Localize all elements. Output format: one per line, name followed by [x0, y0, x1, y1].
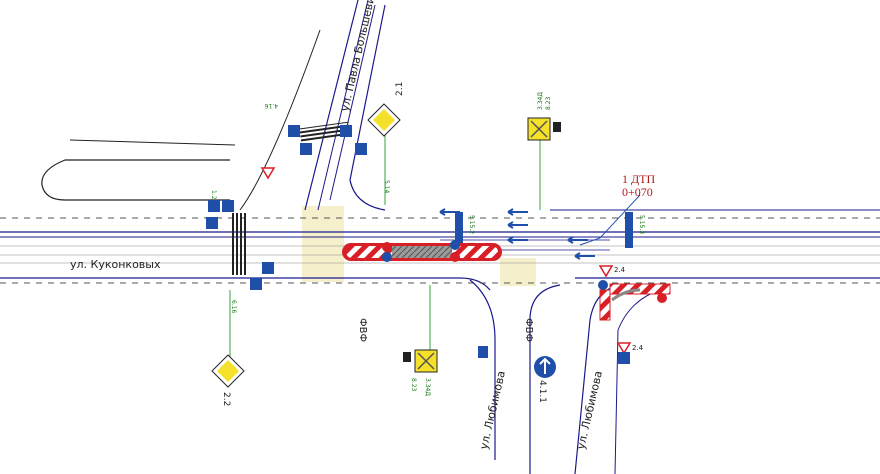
- label-4-16: 4.16: [264, 102, 278, 109]
- crosswalk-west: [232, 213, 248, 275]
- label-3-34d-bottom: 3.34Д: [424, 378, 431, 396]
- driveway-edge: [69, 139, 236, 146]
- label-fvf-a: ФВФ: [357, 318, 368, 342]
- label-2-4-b: 2.4: [632, 344, 644, 352]
- hatched-zone-west: [302, 206, 344, 282]
- sign-4-1-1: [534, 356, 556, 378]
- crosswalk-mid: [455, 212, 463, 248]
- pole-lines: [229, 130, 541, 360]
- crosswalk-east: [625, 212, 633, 248]
- barrier-east: [599, 283, 671, 321]
- label-2-1: 2.1: [395, 82, 405, 96]
- sign-2-1: [367, 103, 401, 137]
- sign-2-2: [211, 354, 245, 388]
- label-6-16: 6.16: [230, 300, 237, 314]
- label-8-23-bottom: 8.23: [410, 378, 417, 392]
- label-8-23-top: 8.23: [545, 96, 552, 110]
- label-5-15-3: 5.15.3: [638, 215, 645, 234]
- driveway-loop: [41, 159, 230, 201]
- street-kukonkovykh: ул. Куконковых: [70, 258, 161, 271]
- label-4-1-1: 4.1.1: [537, 380, 547, 403]
- street-lyubimova-2: ул. Любимова: [574, 370, 605, 451]
- label-2-2: 2.2: [221, 392, 231, 406]
- triangle-signs: [260, 167, 632, 364]
- label-5-14: 5.14: [383, 180, 390, 194]
- sign-yellow-x-top: [527, 117, 561, 141]
- median-island: [342, 243, 502, 261]
- street-pavla: ул. Павла Большевикова: [338, 0, 383, 113]
- label-1-2: 1.2: [210, 190, 217, 200]
- lane-arrows: [439, 208, 595, 260]
- dtp-line1: 1 ДТП: [622, 172, 656, 186]
- label-2-4-a: 2.4: [614, 266, 626, 274]
- label-5-15-2: 5.15.2: [468, 215, 475, 234]
- label-fvf-b: ФВФ: [523, 318, 534, 342]
- blue-signs: [206, 125, 367, 290]
- side-road-edge: [239, 29, 321, 211]
- label-3-34d-top: 3.34Д: [537, 92, 544, 110]
- dtp-line2: 0+070: [622, 185, 653, 199]
- hatched-zone-east: [500, 258, 536, 286]
- red-circle-signs: [382, 240, 667, 303]
- sign-yellow-x-bottom: [403, 349, 438, 373]
- street-lyubimova-1: ул. Любимова: [477, 370, 508, 451]
- dtp-pointer: [579, 194, 641, 246]
- small-blue-sign: [478, 346, 488, 358]
- crosswalk-pavla: [299, 121, 351, 143]
